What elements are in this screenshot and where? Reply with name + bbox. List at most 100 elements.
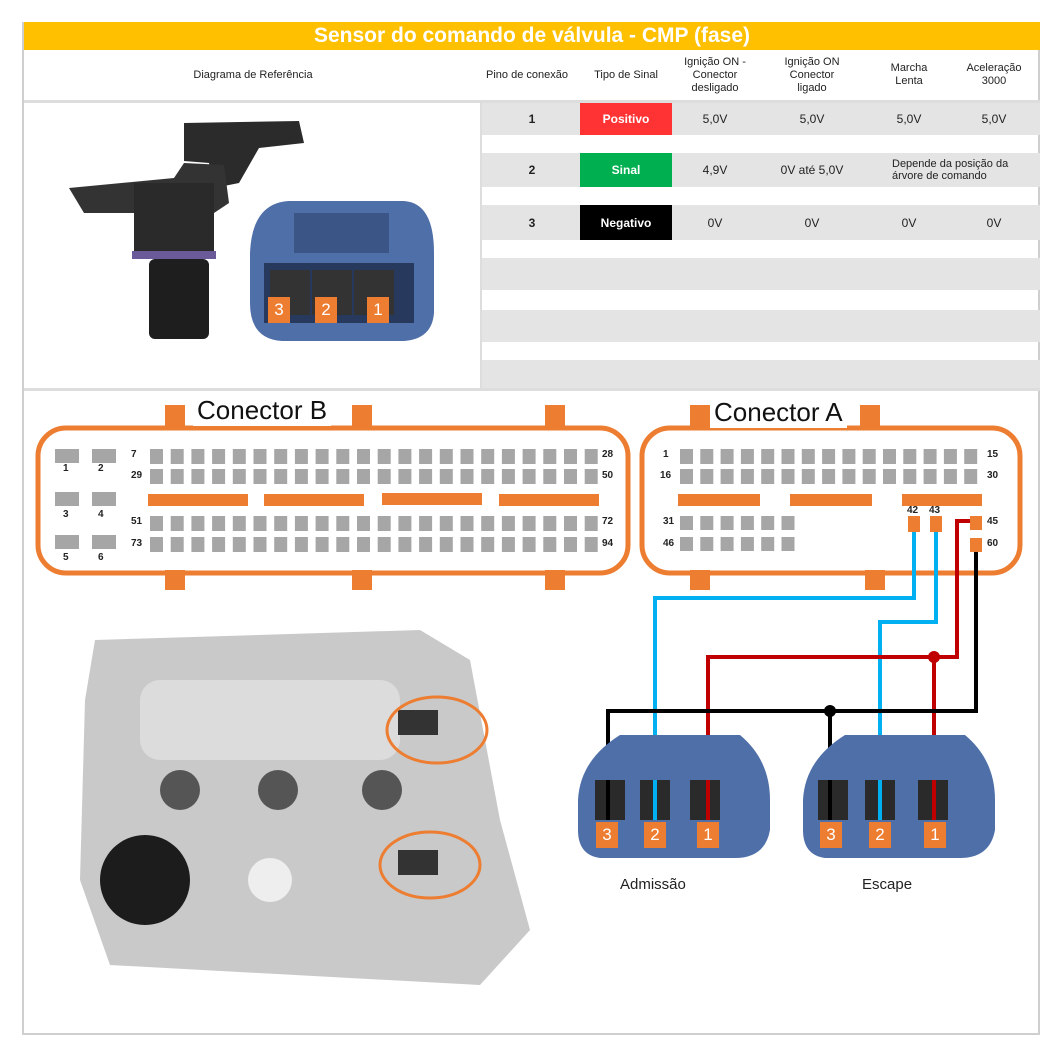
connector-pin: [564, 449, 577, 464]
connector-pin: [501, 516, 515, 531]
connector-pin: [564, 537, 577, 552]
pin-number: 2: [98, 463, 104, 474]
table-row: 2 Sinal 4,9V 0V até 5,0V Depende da posi…: [482, 153, 1040, 187]
connector-pin: [822, 469, 836, 484]
connector-pin: [232, 469, 246, 484]
connector-pin: [191, 469, 205, 484]
connector-pin: [460, 449, 474, 464]
connector-pin: [315, 449, 329, 464]
pin-number: 45: [987, 516, 999, 527]
header-diagram: Diagrama de Referência: [193, 68, 313, 81]
connector-pin: [720, 516, 734, 530]
connector-pin: [584, 537, 598, 552]
connector-pin: [92, 449, 116, 463]
connector-pin: [761, 449, 775, 464]
connector-pin: [680, 449, 693, 464]
connector-pin: [680, 537, 693, 551]
connector-pin: [781, 537, 795, 551]
connector-pin: [680, 516, 693, 530]
connector-pin: [398, 516, 412, 531]
connector-pin: [903, 449, 917, 464]
connector-pin: [150, 449, 163, 464]
connector-pin: [294, 449, 308, 464]
connector-pin: [700, 469, 714, 484]
connector-pin: [191, 516, 205, 531]
connector-pin: [212, 449, 226, 464]
connector-pin: [439, 537, 453, 552]
connector-pin: [232, 449, 246, 464]
connector-pin: [801, 449, 815, 464]
connector-pin: [294, 469, 308, 484]
connector-pin: [700, 516, 714, 530]
connector-pin: [170, 469, 184, 484]
connector-pin: [543, 537, 557, 552]
connector-pin: [761, 469, 775, 484]
connector-pin: [377, 449, 391, 464]
connector-pin: [357, 469, 370, 484]
connector-pin: [439, 516, 453, 531]
connector-pin: [460, 516, 474, 531]
connector-pin: [460, 469, 474, 484]
connector-pin: [419, 537, 433, 552]
connector-pin: [55, 449, 79, 463]
pin-number: 46: [663, 538, 675, 549]
connector-pin: [862, 449, 876, 464]
table-row: 1 Positivo 5,0V 5,0V 5,0V 5,0V: [482, 103, 1040, 135]
connector-pin: [232, 537, 246, 552]
connector-pin: [253, 449, 267, 464]
pin-number: 30: [987, 470, 999, 481]
connector-pin: [294, 516, 308, 531]
signal-badge: Sinal: [580, 153, 672, 187]
connector-pin: [170, 516, 184, 531]
connector-pin: [377, 516, 391, 531]
connector-pin: [336, 537, 350, 552]
connector-pin: [398, 449, 412, 464]
connector-pin: [253, 469, 267, 484]
connector-pin: [377, 469, 391, 484]
header-ign-on-conn: Ignição ON Conector ligado: [784, 55, 840, 94]
connector-pin: [740, 537, 754, 551]
connector-pin: [501, 537, 515, 552]
connector-pin: [481, 537, 495, 552]
connector-pin: [720, 537, 734, 551]
connector-pin: [315, 537, 329, 552]
caption-escape: Escape: [862, 876, 913, 893]
connector-pin: [740, 516, 754, 530]
connector-pin: [801, 469, 815, 484]
connector-pin: [700, 449, 714, 464]
connector-pin: [522, 516, 536, 531]
connector-pin: [481, 449, 495, 464]
pin-number: 28: [602, 449, 614, 460]
connector-pin: [584, 449, 598, 464]
connector-b-title: Conector B: [193, 395, 332, 426]
connector-pin: [357, 537, 370, 552]
connector-pin: [761, 516, 775, 530]
connector-pin: [964, 469, 978, 484]
sensor-pin-label: 2: [315, 297, 337, 323]
connector-pin: [150, 516, 163, 531]
connector-pin: [522, 449, 536, 464]
connector-pin: [232, 516, 246, 531]
pin-number: 3: [63, 509, 69, 520]
connector-pin: [522, 537, 536, 552]
connector-pin: [943, 469, 957, 484]
header-pin: Pino de conexão: [486, 68, 568, 81]
connector-pin: [543, 516, 557, 531]
pin-number: 6: [98, 552, 104, 563]
connector-pin: [315, 469, 329, 484]
signal-badge: Negativo: [580, 205, 672, 240]
header-signal-type: Tipo de Sinal: [594, 68, 658, 81]
connector-pin: [460, 537, 474, 552]
connector-pin: [481, 469, 495, 484]
connector-pin: [964, 449, 978, 464]
connector-pin: [842, 449, 856, 464]
connector-pin: [943, 449, 957, 464]
connector-pin: [357, 449, 370, 464]
sensor-pin-label: 3: [268, 297, 290, 323]
connector-pin: [842, 469, 856, 484]
connector-pin: [92, 492, 116, 506]
connector-pin: [903, 469, 917, 484]
connector-pin: [274, 516, 288, 531]
connector-pin: [501, 469, 515, 484]
